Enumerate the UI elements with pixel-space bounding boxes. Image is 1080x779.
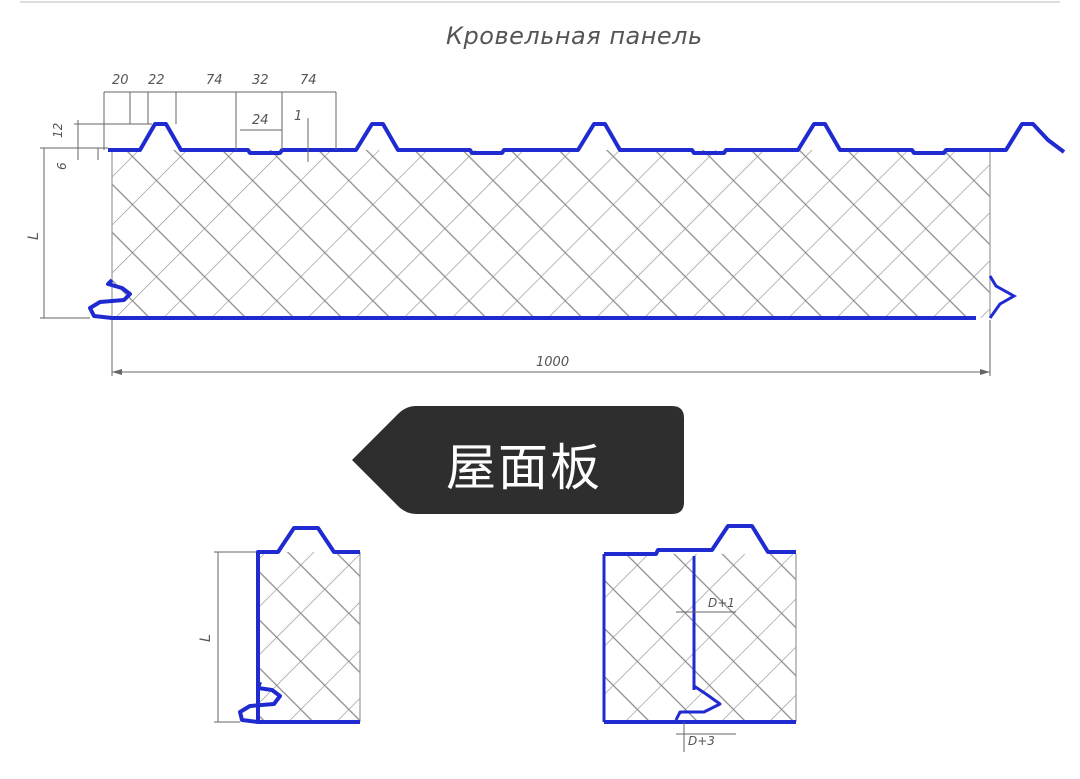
right-lock-profile <box>988 275 1018 319</box>
dim-arrow-left <box>112 369 122 375</box>
dim-L-detail: L <box>198 634 214 642</box>
bottom-steel-sheet <box>88 278 976 320</box>
detail-left-lock <box>238 681 360 724</box>
detail-right-joint: D+1 D+3 <box>602 524 797 752</box>
detail-left-core <box>258 552 360 722</box>
detail-right-top-sheet <box>604 524 796 556</box>
drawing-title: Кровельная панель <box>446 22 703 50</box>
badge-arrow <box>352 406 684 514</box>
panel-insulation-core <box>112 150 990 318</box>
dim-74-b: 74 <box>300 73 317 88</box>
dim-L: L <box>26 232 42 240</box>
dim-1000: 1000 <box>536 355 569 370</box>
dim-24: 24 <box>252 113 269 128</box>
dim-12: 12 <box>51 123 65 138</box>
roof-panel-main: 20 22 74 32 74 24 1 12 6 L 1000 <box>26 73 1066 376</box>
dim-20: 20 <box>112 73 129 88</box>
dim-6: 6 <box>55 162 69 170</box>
detail-right-core <box>604 554 796 722</box>
dim-arrow-right <box>980 369 990 375</box>
dim-D1: D+1 <box>708 596 735 610</box>
dim-22: 22 <box>148 73 165 88</box>
dim-74-a: 74 <box>206 73 223 88</box>
top-steel-sheet <box>108 122 1066 155</box>
dim-32: 32 <box>252 73 269 88</box>
dim-D3: D+3 <box>688 734 715 748</box>
dimension-lines <box>40 91 991 376</box>
detail-right-lock <box>674 684 722 721</box>
badge-label: 屋面板 <box>446 439 602 497</box>
detail-left-top-sheet <box>256 526 360 720</box>
detail-left-edge: L <box>198 526 361 724</box>
dim-1: 1 <box>294 109 302 124</box>
